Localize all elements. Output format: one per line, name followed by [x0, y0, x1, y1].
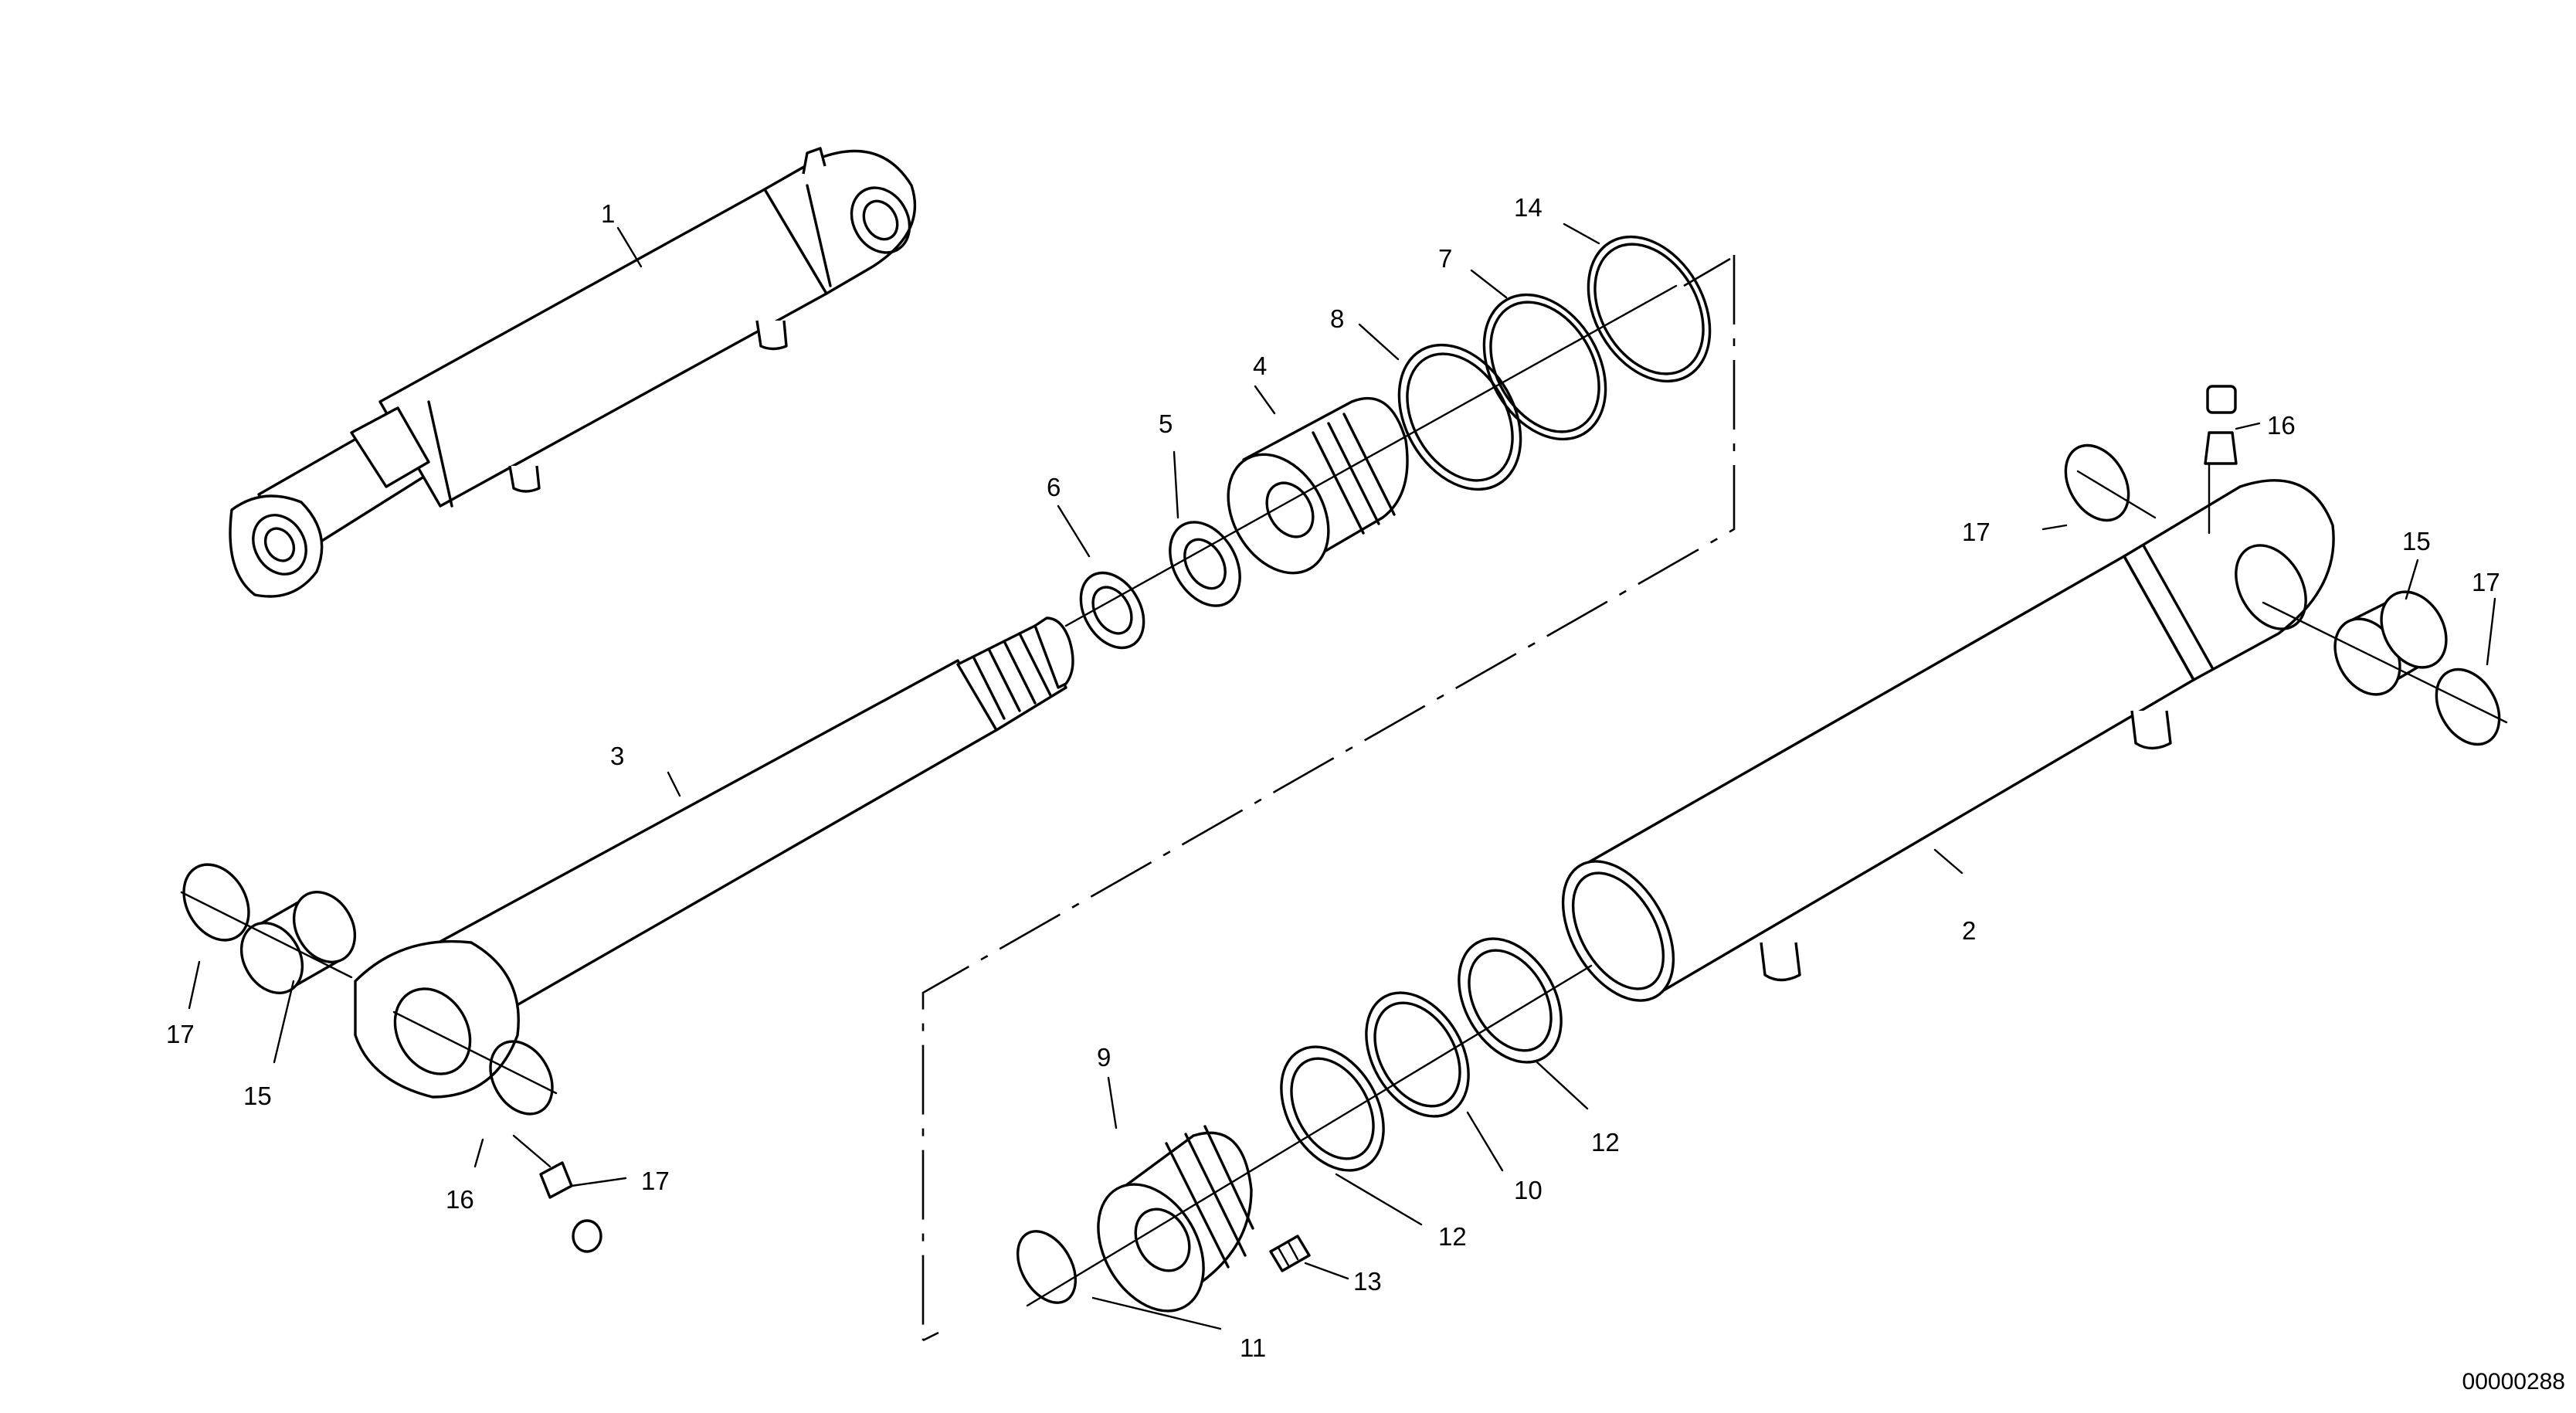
part-4-cylinder-head	[1227, 397, 1409, 575]
leader-lines	[188, 222, 2496, 1330]
callout-label: 14	[1514, 193, 1543, 222]
callout-label: 17	[166, 1020, 195, 1048]
part-17-circlip-rod-eye	[489, 1040, 554, 1116]
part-6-wiper	[1079, 571, 1145, 650]
callout-label: 16	[2267, 411, 2296, 440]
callout-label: 11	[1240, 1333, 1266, 1362]
part-2-cylinder-tube	[1561, 447, 2335, 1002]
part-17-circlip-right	[2435, 667, 2501, 746]
callout-label: 17	[641, 1167, 670, 1195]
callout-label: 9	[1097, 1043, 1111, 1072]
part-12-seal-a	[1280, 1045, 1385, 1172]
part-12-seal-b	[1458, 937, 1563, 1064]
part-5-seal	[1169, 521, 1241, 607]
part-16-grease-nipple-left	[539, 1161, 602, 1253]
callout-label: 16	[446, 1185, 474, 1214]
part-3-piston-rod	[354, 616, 1074, 1099]
part-15-bushing-right	[2333, 590, 2448, 696]
part-11-circlip	[1016, 1230, 1078, 1304]
callout-label: 2	[1962, 916, 1976, 945]
callout-label: 4	[1253, 352, 1267, 380]
part-8-ring	[1397, 343, 1522, 491]
callout-label: 15	[2402, 527, 2431, 555]
callout-label: 3	[610, 742, 624, 770]
callout-label: 15	[243, 1082, 272, 1110]
callout-label: 12	[1591, 1128, 1620, 1157]
part-14-ring	[1587, 235, 1712, 383]
part-15-bushing-left	[239, 891, 357, 994]
callout-label: 6	[1047, 473, 1061, 501]
callout-label: 1	[601, 199, 615, 228]
callout-label: 17	[2472, 568, 2500, 596]
callout-label: 12	[1438, 1222, 1467, 1251]
callout-label: 10	[1514, 1176, 1543, 1204]
part-17-circlip-left	[182, 863, 250, 942]
callout-label: 17	[1962, 518, 1991, 546]
callout-label: 7	[1438, 244, 1452, 273]
part-7-ring	[1482, 293, 1607, 441]
callout-label: 8	[1330, 304, 1344, 333]
part-1-cylinder-assembly	[229, 147, 917, 598]
drawing-number: 00000288	[2462, 1369, 2565, 1394]
part-9-piston	[1097, 1125, 1254, 1313]
callout-labels: 1 2 3 4 5 6 7 8 9 10 11 12 12 13 14 15 1…	[166, 193, 2500, 1362]
part-16-grease-nipple-right	[2204, 385, 2238, 465]
part-13-set-screw	[1269, 1235, 1311, 1272]
callout-label: 13	[1353, 1267, 1382, 1296]
callout-label: 5	[1159, 409, 1173, 438]
part-17-circlip-top	[2064, 443, 2130, 522]
